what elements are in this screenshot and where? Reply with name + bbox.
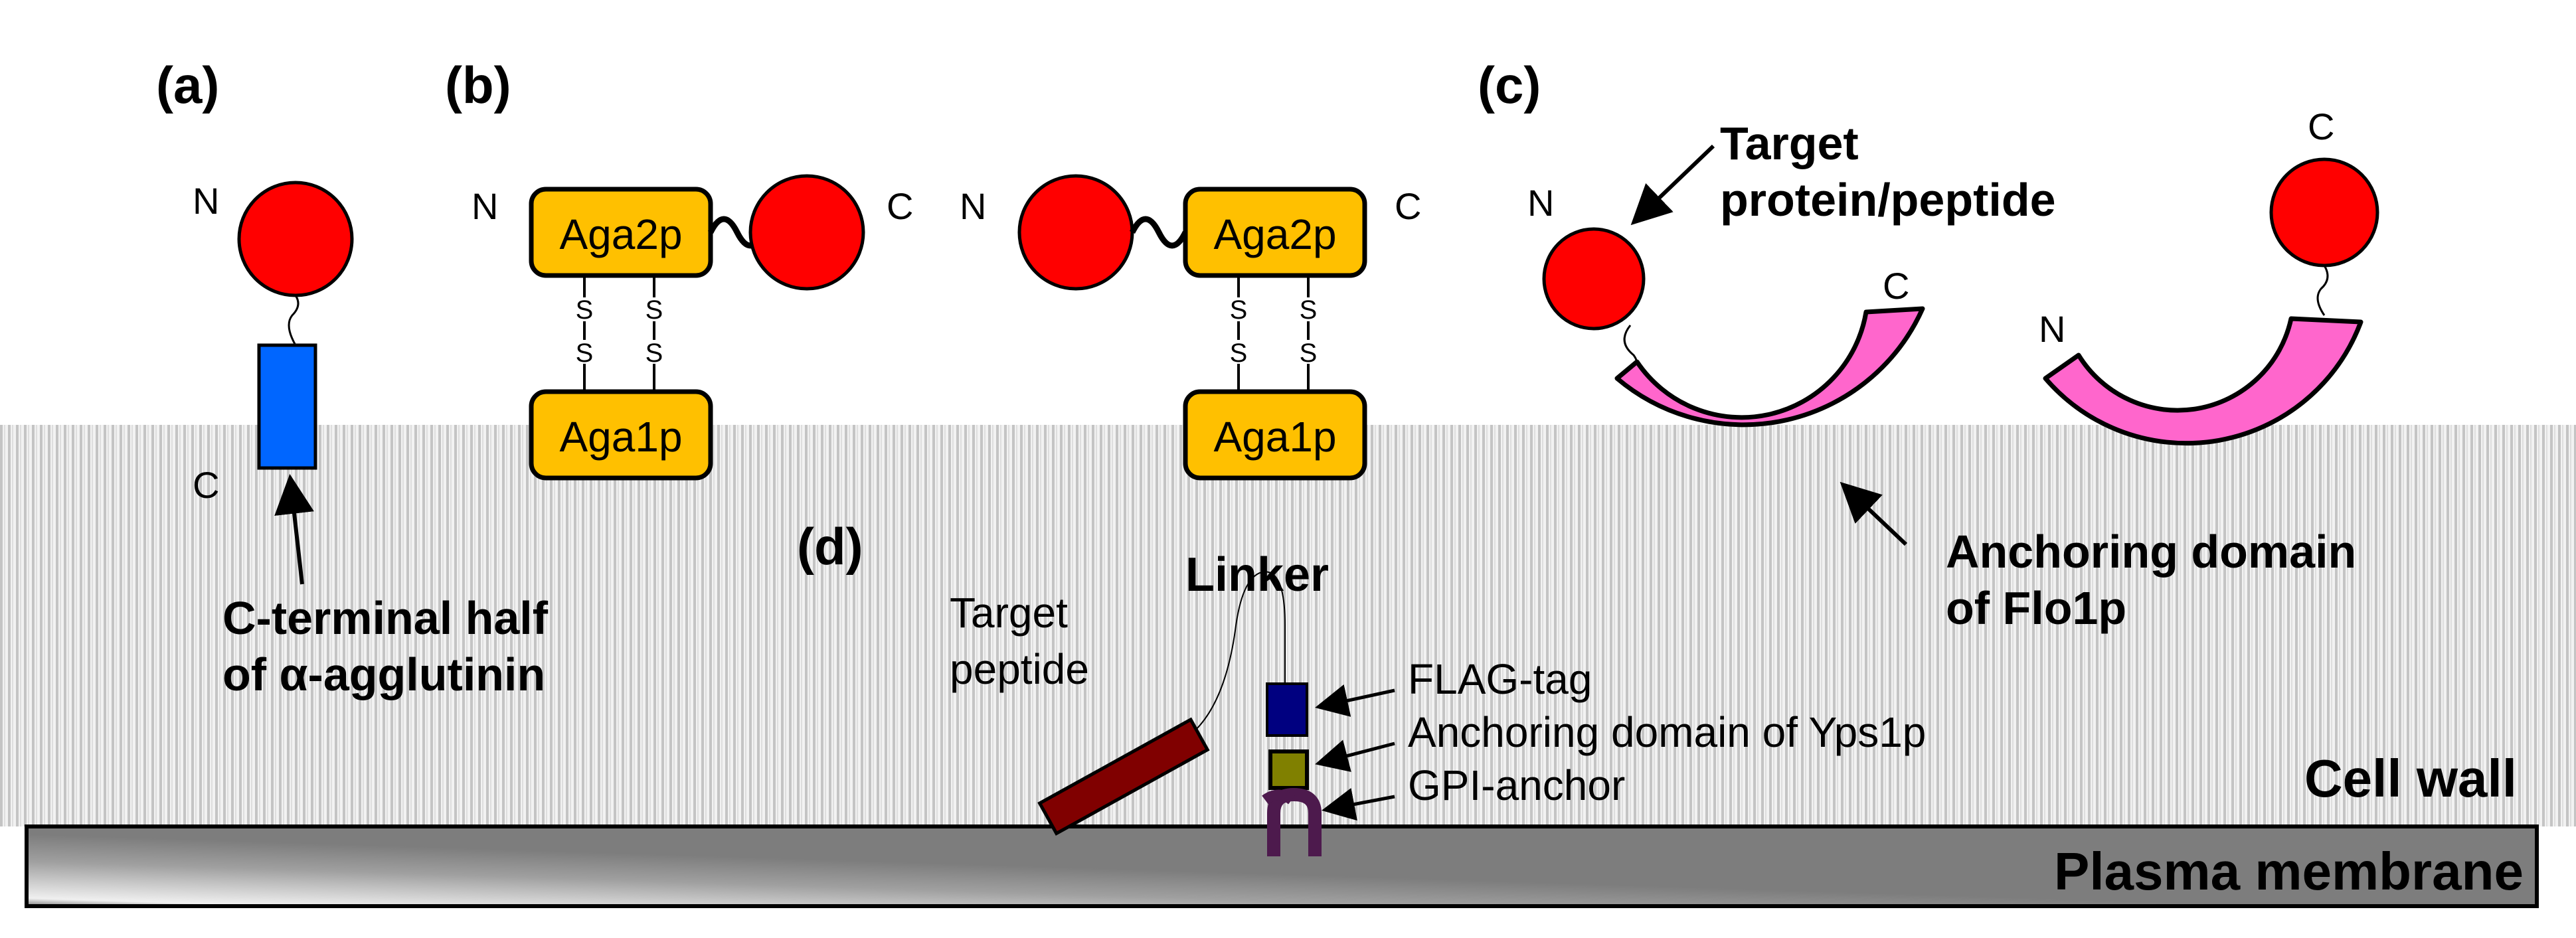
panel-c-target-1: Target [1720, 117, 1859, 169]
panel-d-flag-label: FLAG-tag [1408, 655, 1592, 703]
panel-c-label: (c) [1478, 56, 1541, 114]
panel-d-gpi-label: GPI-anchor [1408, 761, 1625, 809]
panel-b-aga1p-label: Aga1p [559, 413, 682, 461]
panel-c-c-label-2: C [2308, 106, 2334, 147]
panel-c-anchor-arrow [1840, 481, 1908, 546]
panel-d-target-1: Target [950, 589, 1068, 637]
panel-d-gpi-anchor [1267, 787, 1322, 856]
panel-c-flo1p-anchor-2 [2043, 316, 2363, 446]
panel-a-c-label: C [193, 464, 219, 506]
panel-b-aga2p-label: Aga2p [559, 210, 682, 258]
panel-c-target-arrow [1630, 144, 1715, 226]
panel-b-aga1p-box-2 [1183, 389, 1367, 481]
panel-a-caption-2: of α-agglutinin [222, 649, 545, 700]
panel-d-target-2: peptide [950, 645, 1089, 693]
panel-b-label: (b) [445, 56, 511, 114]
panel-b-linker-2 [1129, 216, 1189, 249]
panel-b-sulfur-3: S [645, 295, 663, 325]
panel-d-yps1p-domain [1268, 749, 1309, 790]
panel-c-target-2: protein/peptide [1720, 174, 2056, 226]
panel-b-c-label-2: C [1395, 185, 1421, 227]
panel-b-target-protein [748, 174, 865, 291]
panel-a-alpha-agglutinin [257, 343, 317, 470]
panel-d-flag-tag [1266, 682, 1308, 737]
panel-c-anchor-1: Anchoring domain [1946, 526, 2356, 578]
panel-c-n-label-2: N [2039, 308, 2065, 350]
panel-b-target-protein-2 [1017, 174, 1134, 291]
panel-b-c-label: C [887, 185, 913, 227]
panel-b-n-label-2: N [960, 185, 986, 227]
panel-b-aga1p-label-2: Aga1p [1213, 413, 1336, 461]
panel-b-aga1p-box [529, 389, 713, 481]
panel-c-n-label: N [1527, 182, 1554, 224]
cell-wall-label: Cell wall [2304, 749, 2517, 808]
panel-b-sulfur-1: S [576, 295, 594, 325]
panel-b-sulfur-6: S [1230, 339, 1248, 368]
panel-b-sulfur-7: S [1300, 295, 1318, 325]
plasma-membrane-label: Plasma membrane [2054, 842, 2524, 901]
panel-d-flag-arrow [1315, 684, 1395, 717]
panel-a-target-protein [237, 181, 354, 297]
panel-a-caption-1: C-terminal half [222, 592, 549, 644]
panel-a-linker [288, 295, 300, 346]
plasma-membrane-bar [25, 824, 2539, 908]
panel-d-yps1p-arrow [1315, 740, 1395, 772]
panel-b-sulfur-4: S [645, 339, 663, 368]
panel-c-target-protein-2 [2269, 157, 2379, 268]
panel-b-n-label: N [472, 185, 498, 227]
panel-d-gpi-arrow [1322, 788, 1395, 821]
panel-c-c-label: C [1883, 265, 1909, 307]
panel-c-flo1p-anchor [1614, 306, 1925, 428]
panel-b-sulfur-5: S [1230, 295, 1248, 325]
panel-d-label: (d) [797, 517, 863, 576]
panel-c-target-protein [1542, 227, 1646, 331]
panel-a-n-label: N [193, 180, 219, 222]
panel-d-target-peptide [1037, 717, 1210, 836]
panel-b-aga2p-label-2: Aga2p [1213, 210, 1336, 258]
panel-b-aga2p-box-2 [1183, 187, 1367, 278]
panel-b-sulfur-8: S [1300, 339, 1318, 368]
panel-a-label: (a) [156, 56, 219, 114]
panel-d-yps1p-label: Anchoring domain of Yps1p [1408, 708, 1926, 756]
panel-c-linker-2 [2316, 265, 2329, 316]
panel-c-anchor-2: of Flo1p [1946, 582, 2126, 634]
panel-a-arrow [274, 474, 314, 585]
panel-b-sulfur-2: S [576, 339, 594, 368]
panel-d-linker [1195, 571, 1286, 731]
